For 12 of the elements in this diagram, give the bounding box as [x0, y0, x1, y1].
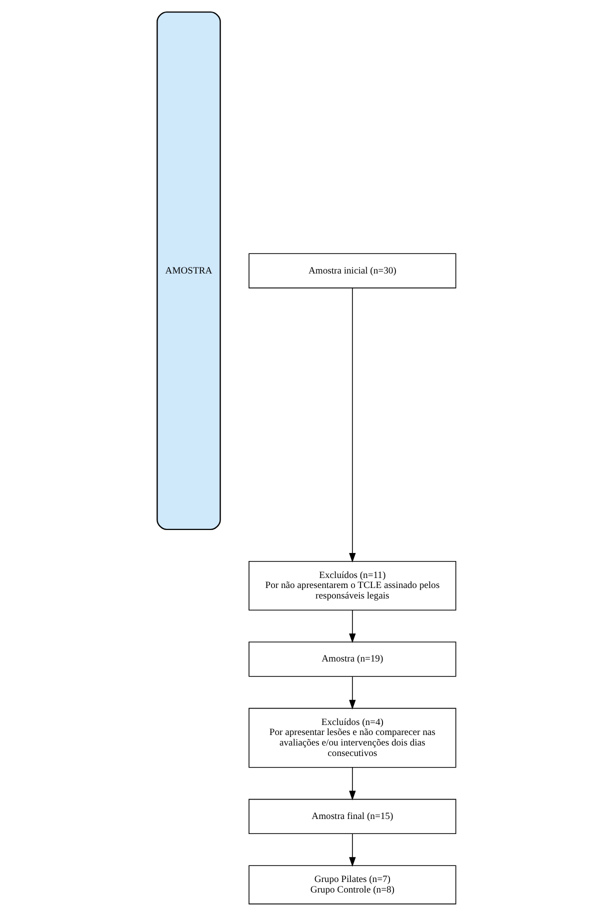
arrow: [349, 610, 356, 644]
node-box: AMOSTRA: [156, 11, 221, 530]
arrow: [349, 288, 356, 563]
node-box: Amostra (n=19): [248, 642, 456, 677]
node-box: Excluídos (n=11) Por não apresentarem o TCLE assinado pelos responsáveis legais: [248, 561, 456, 610]
node-box: Amostra inicial (n=30): [248, 253, 456, 288]
node-box: Amostra final (n=15): [248, 798, 456, 834]
arrow: [349, 833, 356, 867]
arrow: [349, 676, 356, 710]
node-box: Excluídos (n=4) Por apresentar lesões e não comparecer nas avaliações e/ou intervenções dois dias consecutivos: [248, 708, 456, 768]
arrow: [349, 767, 356, 800]
node-box: Grupo Pilates (n=7) Grupo Controle (n=8): [248, 865, 456, 904]
